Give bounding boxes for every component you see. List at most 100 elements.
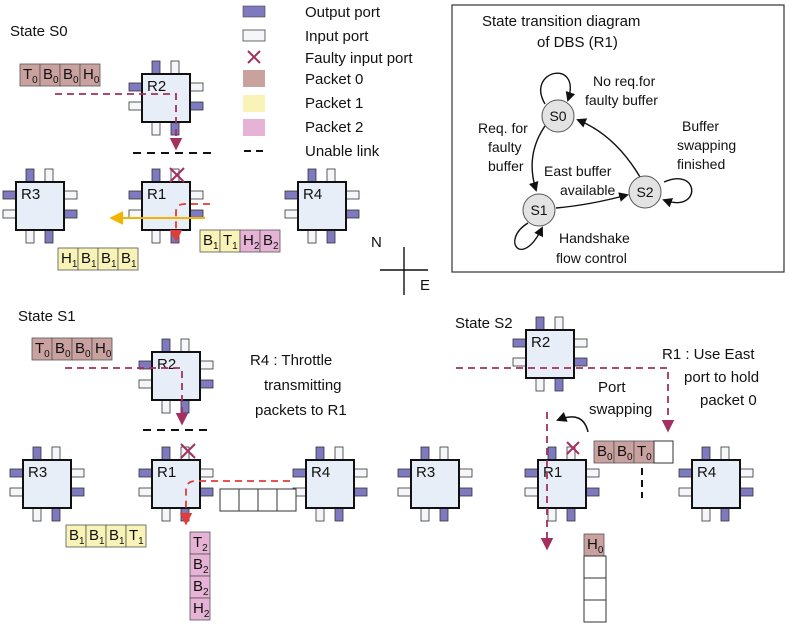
fsm-state-s0-node [541,99,575,133]
output-port [25,168,35,183]
router-body [691,459,741,509]
input-port [32,507,42,522]
router-body [15,181,65,231]
state-s2-paths [456,367,675,551]
flit-cell [125,524,147,548]
input-port [51,446,61,461]
output-port [397,468,412,478]
fsm-s0-self-loop [540,72,576,105]
router-s0-r1: R1 [128,168,204,244]
output-port [70,487,85,497]
output-port [63,209,78,219]
output-port [458,487,473,497]
s2-port-swap-line2: swapping [589,401,652,418]
fsm-req-line3: buffer [488,158,524,174]
s1-throttle-line1: R4 : Throttle [250,352,332,369]
input-port [554,316,564,331]
router-s2-r4: R4 [678,446,754,522]
legend-packet2-label: Packet 2 [305,119,363,136]
fsm-state-s2-label: S2 [636,184,653,200]
router-s2-r1: R1 [524,446,600,522]
fsm-no-req-line1: No req.for [593,73,656,89]
output-port [284,190,299,200]
input-port [180,338,190,353]
s1-throttle-line2: transmitting [264,377,342,394]
fsm-s1-self-loop [514,222,544,251]
compass-east-label: E [420,277,430,294]
input-port [334,446,344,461]
router-label: R4 [697,464,716,481]
output-port [180,507,190,522]
input-port [138,379,153,389]
flit-cell [79,63,101,87]
legend-packet1-label: Packet 1 [305,95,363,112]
empty-buffer-cell [257,488,278,512]
output-port [547,446,557,461]
legend-packet2-swatch [243,119,265,136]
output-port [151,60,161,75]
output-port [151,168,161,183]
input-port [199,360,214,370]
legend-packet0-swatch [243,70,265,87]
empty-buffer-cell [653,440,674,464]
fsm-state-s2-node [628,175,662,209]
output-port [345,209,360,219]
flit-cell [189,597,211,621]
output-port [9,468,24,478]
output-port [32,446,42,461]
fsm-state-s1-node [522,193,556,227]
input-port [315,507,325,522]
s2-r1-note-line3: packet 0 [700,392,757,409]
s2-r1-note-line1: R1 : Use East [662,346,755,363]
input-port [353,468,368,478]
fsm-frame [451,4,785,273]
s1-faulty-x-icon [180,443,196,459]
s0-faulty-x-icon [169,167,185,183]
router-label: R1 [543,464,562,481]
input-port [420,507,430,522]
fsm-handshake-line2: flow control [556,250,627,266]
output-port [573,357,588,367]
s2-port-swap-line1: Port [598,379,626,396]
legend-packet1-swatch [243,95,265,112]
empty-buffer-cell [238,488,259,512]
legend-input-port-label: Input port [305,28,369,45]
s2-south-empty-buffer [583,555,607,623]
fsm-s1-to-s2-arrow [555,192,629,209]
s1-throttle-line3: packets to R1 [255,402,347,419]
output-port [189,209,204,219]
legend-faulty-port-label: Faulty input port [305,50,413,67]
empty-buffer-cell [583,599,607,623]
state-s1-paths [65,367,290,526]
input-port [63,190,78,200]
input-port [151,229,161,244]
s1-packet2-path [179,480,290,526]
input-port [189,82,204,92]
fsm-title-line1: State transition diagram [482,13,640,30]
output-port [170,121,180,136]
router-body [410,459,460,509]
input-port [535,377,545,392]
input-port [161,507,171,522]
output-port [161,338,171,353]
output-port [2,190,17,200]
router-s2-r2: R2 [512,316,588,392]
router-label: R4 [311,464,330,481]
flit-cell [91,337,113,361]
s2-r1-note-line2: port to hold [684,369,759,386]
fsm-req-line1: Req. for [478,120,528,136]
router-body [151,351,201,401]
fsm-req-line2: faulty [488,139,521,155]
s2-r1-note: R1 : Use East port to hold packet 0 [662,346,759,409]
router-label: R2 [147,78,166,95]
output-port [720,507,730,522]
input-port [345,190,360,200]
legend-input-port-swatch [242,29,266,42]
router-s1-r1: R1 [138,446,214,522]
output-port [739,487,754,497]
fsm-s0-to-s1-arrow [528,125,546,192]
state-s2-title: State S2 [455,315,513,332]
input-port [307,229,317,244]
